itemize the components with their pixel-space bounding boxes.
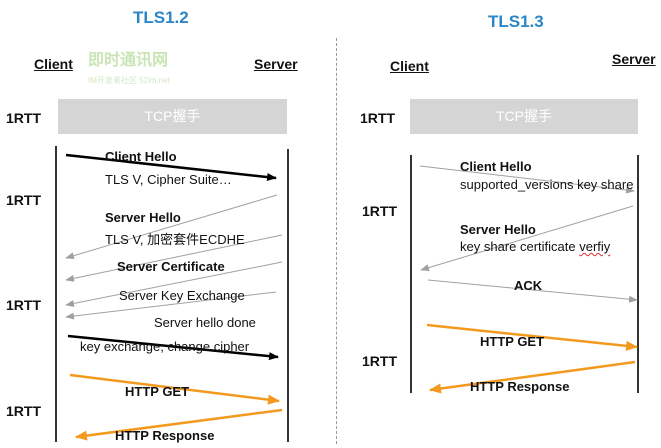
arrow-http-get-left	[69, 373, 280, 405]
label-server-hello-detail: TLS V, 加密套件ECDHE	[105, 232, 245, 247]
arrow-server-hello	[65, 194, 278, 260]
label-http-response-right: HTTP Response	[470, 379, 570, 394]
arrow-server-certificate	[65, 234, 283, 282]
label-server-hello-13: Server Hello	[460, 222, 536, 237]
label-http-get-left: HTTP GET	[125, 384, 190, 399]
arrow-ack-13	[427, 279, 638, 303]
right-rtt-label: 1RTT	[362, 203, 397, 219]
left-rtt-label: 1RTT	[6, 403, 41, 419]
left-server-lifeline	[287, 149, 289, 442]
label-server-hello-detail-13a: key share certificate	[460, 239, 580, 254]
left-rtt-label: 1RTT	[6, 192, 41, 208]
label-http-response-left: HTTP Response	[115, 428, 215, 443]
label-server-hello-detail-13b: verfiy	[579, 239, 611, 254]
right-server-lifeline	[637, 155, 639, 393]
right-client-lifeline	[410, 155, 412, 393]
arrow-http-response-right	[429, 360, 636, 394]
right-server-header: Server	[612, 51, 656, 67]
left-client-lifeline	[55, 146, 57, 442]
label-http-get-right: HTTP GET	[480, 334, 545, 349]
watermark-subtext: IM开发者社区 52im.net	[88, 76, 170, 85]
label-server-hello: Server Hello	[105, 210, 181, 225]
label-client-hello: Client Hello	[105, 149, 177, 164]
left-server-header: Server	[254, 56, 298, 72]
arrow-server-hello-done	[65, 291, 277, 320]
left-tcp-handshake-box: TCP握手	[58, 99, 287, 134]
label-client-hello-13: Client Hello	[460, 159, 532, 174]
label-client-hello-detail-13: supported_versions key share	[460, 177, 634, 192]
tls12-title: TLS1.2	[133, 8, 189, 27]
arrow-key-exchange	[67, 334, 279, 361]
arrow-http-response-left	[75, 408, 283, 441]
arrow-client-hello	[65, 153, 277, 181]
left-client-header: Client	[34, 56, 73, 72]
right-tcp-handshake-box: TCP握手	[410, 99, 638, 134]
label-server-key-exchange: Server Key Exchange	[119, 288, 245, 303]
arrow-client-hello-13	[419, 165, 635, 194]
tls13-title: TLS1.3	[488, 12, 544, 31]
label-server-certificate: Server Certificate	[117, 259, 225, 274]
label-ack-13: ACK	[514, 278, 543, 293]
label-client-hello-detail: TLS V, Cipher Suite…	[105, 172, 232, 187]
arrow-server-key-exchange	[65, 261, 283, 307]
right-client-header: Client	[390, 58, 429, 74]
left-rtt-label: 1RTT	[6, 297, 41, 313]
label-server-hello-done: Server hello done	[154, 315, 256, 330]
right-rtt-label: 1RTT	[362, 353, 397, 369]
label-key-exchange: key exchange, change cipher	[80, 339, 250, 354]
watermark-logo: 即时通讯网 IM开发者社区 52im.net	[88, 46, 170, 88]
panel-divider	[336, 38, 337, 444]
left-rtt-label: 1RTT	[6, 110, 41, 126]
watermark-text: 即时通讯网	[88, 52, 169, 69]
right-rtt-label: 1RTT	[360, 110, 395, 126]
arrow-http-get-right	[426, 323, 638, 351]
label-server-hello-detail-13: key share certificate verfiy	[460, 239, 610, 254]
arrow-server-hello-13	[420, 205, 634, 272]
